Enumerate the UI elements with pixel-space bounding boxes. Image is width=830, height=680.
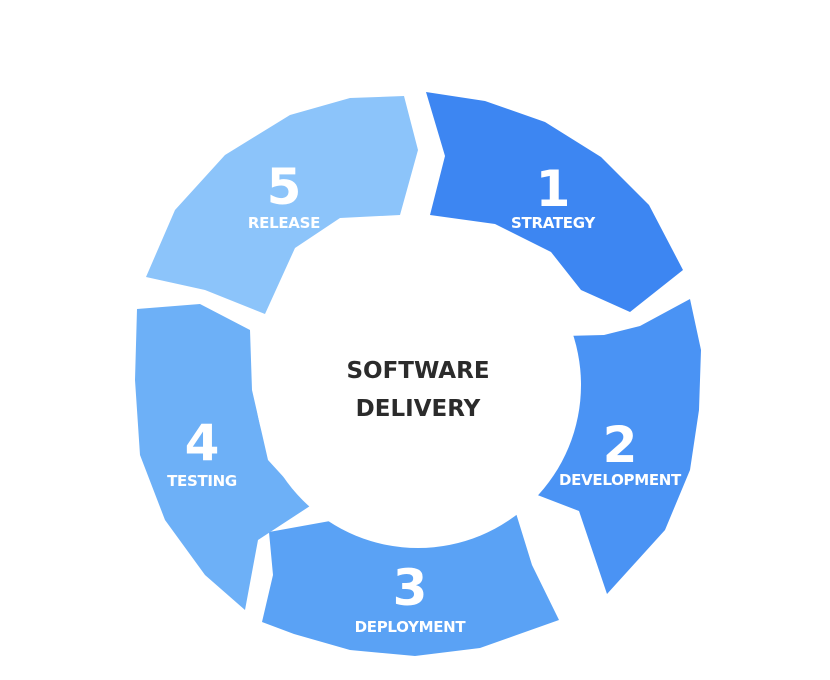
segment-4-number: 4 (185, 414, 220, 472)
segment-2-number: 2 (603, 416, 638, 474)
segment-2-label: DEVELOPMENT (559, 471, 682, 489)
cycle-segment-3: 3 DEPLOYMENT (262, 510, 559, 656)
cycle-segment-1: 1 STRATEGY (426, 92, 683, 312)
center-circle (255, 222, 581, 548)
segment-3-label: DEPLOYMENT (355, 618, 467, 636)
segment-1-number: 1 (536, 160, 571, 218)
cycle-segment-2: 2 DEVELOPMENT (527, 299, 701, 594)
segment-1-label: STRATEGY (511, 214, 596, 232)
segment-4-arrow-shape (135, 304, 310, 610)
cycle-segment-5: 5 RELEASE (146, 96, 418, 314)
segment-4-label: TESTING (167, 472, 237, 490)
segment-1-arrow-shape (426, 92, 683, 312)
cycle-segment-4: 4 TESTING (135, 304, 310, 610)
segment-3-arrow-shape (262, 510, 559, 656)
segment-2-arrow-shape (527, 299, 701, 594)
center-title-line-1: SOFTWARE (346, 358, 489, 384)
segment-5-arrow-shape (146, 96, 418, 314)
segment-3-number: 3 (393, 559, 428, 617)
segment-5-number: 5 (267, 158, 302, 216)
segment-5-label: RELEASE (248, 214, 320, 232)
center-title-line-2: DELIVERY (356, 396, 481, 422)
